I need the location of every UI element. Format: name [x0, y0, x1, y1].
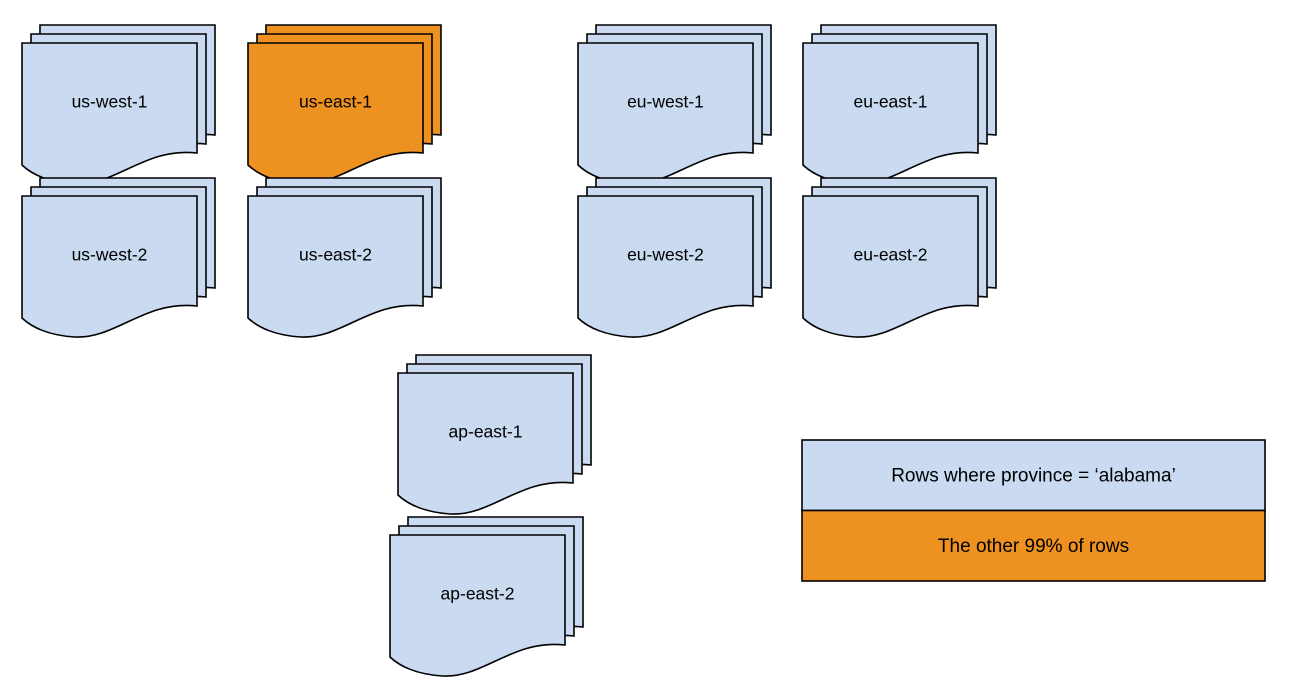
legend-label-other-rows: The other 99% of rows	[938, 536, 1129, 557]
document-sheet-front-us-west-1	[21, 42, 198, 185]
document-stack-us-east-2[interactable]: us-east-2	[247, 177, 442, 338]
document-sheet-front-ap-east-2	[389, 534, 566, 677]
document-stack-us-west-2[interactable]: us-west-2	[21, 177, 216, 338]
document-sheet-front-eu-west-1	[577, 42, 754, 185]
document-sheet-front-eu-west-2	[577, 195, 754, 338]
document-stack-eu-west-2[interactable]: eu-west-2	[577, 177, 772, 338]
document-stack-label-eu-west-2: eu-west-2	[627, 245, 704, 265]
document-stack-eu-east-1[interactable]: eu-east-1	[802, 24, 997, 185]
document-sheet-front-ap-east-1	[397, 372, 574, 515]
document-stack-label-ap-east-1: ap-east-1	[449, 422, 523, 442]
document-sheet-front-us-east-1	[247, 42, 424, 185]
document-stack-label-eu-east-1: eu-east-1	[854, 92, 928, 112]
document-stacks-group: us-west-1 us-east-1 eu-west-1 eu-east-1 us-w…	[21, 24, 997, 677]
document-sheet-front-us-east-2	[247, 195, 424, 338]
document-sheet-front-eu-east-2	[802, 195, 979, 338]
document-stack-label-us-east-1: us-east-1	[299, 92, 372, 112]
document-stack-label-eu-west-1: eu-west-1	[627, 92, 704, 112]
document-stack-ap-east-2[interactable]: ap-east-2	[389, 516, 584, 677]
legend-swatch-other-rows	[801, 509, 1266, 582]
document-stack-label-us-west-2: us-west-2	[72, 245, 148, 265]
document-stack-eu-west-1[interactable]: eu-west-1	[577, 24, 772, 185]
document-stack-label-us-west-1: us-west-1	[72, 92, 148, 112]
legend-swatch-rows-alabama	[801, 439, 1266, 512]
document-stack-label-us-east-2: us-east-2	[299, 245, 372, 265]
legend-label-rows-alabama: Rows where province = ‘alabama’	[891, 465, 1176, 486]
legend-row-other-rows: The other 99% of rows	[801, 509, 1266, 582]
document-sheet-front-us-west-2	[21, 195, 198, 338]
document-stack-us-west-1[interactable]: us-west-1	[21, 24, 216, 185]
document-stack-label-eu-east-2: eu-east-2	[854, 245, 928, 265]
document-stack-label-ap-east-2: ap-east-2	[441, 584, 515, 604]
legend-group: Rows where province = ‘alabama’ The other…	[801, 439, 1266, 582]
document-stack-eu-east-2[interactable]: eu-east-2	[802, 177, 997, 338]
legend-row-rows-alabama: Rows where province = ‘alabama’	[801, 439, 1266, 512]
document-stack-ap-east-1[interactable]: ap-east-1	[397, 354, 592, 515]
document-stack-us-east-1[interactable]: us-east-1	[247, 24, 442, 185]
document-sheet-front-eu-east-1	[802, 42, 979, 185]
